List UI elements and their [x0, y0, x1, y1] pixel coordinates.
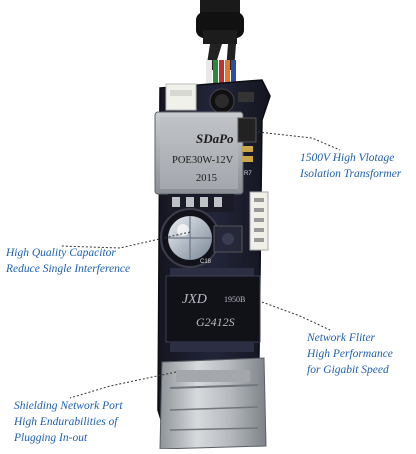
silk-r7: R7 [244, 171, 252, 177]
callout-isolation-transformer: 1500V High Vlotage Isolation Transformer [300, 150, 401, 182]
silk-c18: C18 [200, 259, 212, 265]
rj45-shielded-port [159, 357, 267, 450]
callout-text: High Quality Capacitor [6, 247, 116, 259]
callout-text: Isolation Transformer [300, 168, 402, 180]
callout-text: Network Fliter [307, 332, 376, 344]
callout-text: 1500V High Vlotage [300, 152, 395, 164]
smd-ic-right [237, 117, 257, 143]
callout-network-filter: Network Fliter High Performance for Giga… [307, 330, 393, 378]
chip-brand: JXD [182, 292, 207, 307]
callout-text: Plugging In-out [14, 432, 88, 444]
callout-text: High Performance [307, 348, 393, 360]
transformer-model: POE30W-12V [172, 155, 234, 166]
callout-text: High Endurabilities of [14, 416, 118, 428]
callout-network-port: Shielding Network Port High Endurabiliti… [14, 398, 123, 446]
callout-capacitor: High Quality Capacitor Reduce Single Int… [6, 245, 130, 277]
callout-text: Reduce Single Interference [6, 263, 131, 275]
isolation-transformer: SDaPo POE30W-12V 2015 [154, 111, 244, 195]
chip-code: 1950B [224, 295, 245, 304]
dc-cable [196, 0, 244, 84]
jst-connector-top [165, 83, 197, 111]
transformer-brand: SDaPo [196, 131, 234, 146]
chip-model: G2412S [196, 315, 235, 329]
leader-lines [59, 131, 341, 399]
callout-text: for Gigabit Speed [307, 364, 389, 376]
callout-text: Shielding Network Port [14, 400, 123, 412]
lan-filter-chip: JXD 1950B G2412S [165, 275, 261, 343]
transformer-date: 2015 [196, 173, 217, 184]
